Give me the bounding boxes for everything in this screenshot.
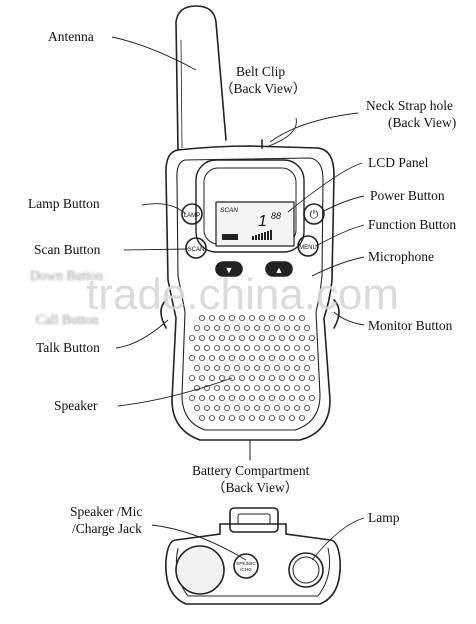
- label-lamp: Lamp: [368, 510, 400, 525]
- lcd-bezel: [195, 159, 305, 253]
- label-power-button: Power Button: [370, 188, 445, 203]
- label-antenna: Antenna: [48, 29, 94, 44]
- antenna-shape: [175, 5, 227, 151]
- speaker-jack-shape: [175, 545, 225, 595]
- speaker-grille: [188, 314, 315, 421]
- lamp-button-text: LAMP: [184, 213, 200, 219]
- bottom-view-outline: [165, 523, 341, 605]
- radio-body-outer: [165, 145, 335, 441]
- power-icon: ⏻: [310, 209, 319, 221]
- label-talk-button: Talk Button: [36, 340, 100, 355]
- label-speaker-mic: Speaker /Mic: [70, 504, 143, 519]
- label-function-button: Function Button: [368, 217, 457, 232]
- label-neck-strap: Neck Strap hole: [366, 98, 453, 113]
- lcd-scan-text: SCAN: [220, 207, 238, 214]
- label-battery: Battery Compartment: [192, 463, 310, 478]
- jack-label-line1: SPK/MIC: [236, 561, 256, 567]
- power-button-shape: [303, 203, 325, 225]
- label-belt-clip: Belt Clip: [236, 64, 286, 79]
- label-charge-jack: /Charge Jack: [72, 521, 142, 536]
- scan-button-text: SCAN: [188, 247, 205, 253]
- label-belt-clip-view: （Back View）: [220, 81, 307, 96]
- up-arrow-icon: ▼: [225, 265, 234, 275]
- down-button-label-obscured: Down Button: [30, 268, 104, 283]
- menu-button-shape: [297, 235, 319, 257]
- label-lamp-button: Lamp Button: [28, 196, 100, 211]
- down-arrow-icon: ▲: [275, 265, 284, 275]
- lcd-digit: 1: [258, 213, 267, 230]
- jack-label-line2: /CHG: [240, 567, 252, 573]
- label-neck-strap-view: (Back View): [388, 115, 457, 130]
- label-scan-button: Scan Button: [34, 242, 101, 257]
- scan-button-shape: [185, 237, 207, 259]
- label-monitor-button: Monitor Button: [368, 318, 453, 333]
- lamp-shape: [288, 552, 324, 588]
- lcd-digits-right: 88: [271, 211, 281, 221]
- label-battery-view: （Back View）: [212, 480, 299, 495]
- label-speaker: Speaker: [54, 398, 98, 413]
- watermark: trade.china.com: [86, 270, 400, 319]
- label-lcd-panel: LCD Panel: [368, 155, 429, 170]
- menu-button-text: MENU: [299, 245, 317, 251]
- lamp-button-shape: [181, 203, 203, 225]
- call-button-label-obscured: Call Button: [36, 312, 99, 327]
- label-microphone: Microphone: [368, 249, 434, 264]
